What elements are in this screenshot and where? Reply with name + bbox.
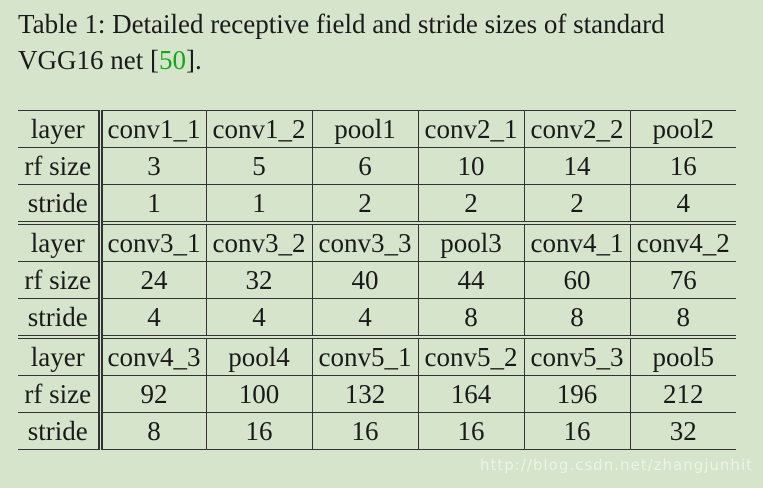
cell-rf-size: 3 [100,147,206,185]
cell-rf-size: 16 [629,147,736,185]
cell-stride: 32 [629,412,736,450]
cell-rf-size: 24 [100,261,206,299]
cell-stride: 4 [100,298,206,338]
cell-layer: conv3_2 [205,221,312,262]
cell-stride: 2 [417,184,524,224]
cell-layer: conv3_3 [311,221,418,262]
row-label-layer: layer [18,110,103,148]
cell-layer: conv4_1 [523,221,630,262]
cell-stride: 8 [523,298,630,338]
cell-stride: 16 [311,412,418,450]
cell-rf-size: 10 [417,147,524,185]
cell-stride: 4 [205,298,312,338]
cell-layer: pool2 [629,110,736,148]
cell-layer: conv1_2 [205,110,312,148]
cell-layer: conv5_3 [523,335,630,376]
cell-layer: conv4_2 [629,221,736,262]
cell-rf-size: 132 [311,375,418,413]
row-label-rf-size: rf size [18,375,103,413]
cell-rf-size: 60 [523,261,630,299]
cell-layer: conv2_2 [523,110,630,148]
cell-layer: conv4_3 [100,335,206,376]
cell-rf-size: 44 [417,261,524,299]
cell-rf-size: 212 [629,375,736,413]
cell-rf-size: 100 [205,375,312,413]
cell-rf-size: 32 [205,261,312,299]
cell-layer: pool4 [205,335,312,376]
cell-stride: 1 [205,184,312,224]
citation-link[interactable]: 50 [158,45,186,75]
cell-rf-size: 14 [523,147,630,185]
cell-layer: pool1 [311,110,418,148]
cell-stride: 8 [417,298,524,338]
caption-suffix: ]. [185,45,202,75]
row-label-layer: layer [18,335,103,376]
row-label-stride: stride [18,298,103,338]
cell-stride: 8 [100,412,206,450]
cell-stride: 16 [523,412,630,450]
cell-layer: conv1_1 [100,110,206,148]
cell-rf-size: 6 [311,147,418,185]
row-label-stride: stride [18,184,103,224]
cell-layer: conv2_1 [417,110,524,148]
row-label-rf-size: rf size [18,147,103,185]
cell-stride: 16 [205,412,312,450]
cell-layer: pool3 [417,221,524,262]
cell-rf-size: 196 [523,375,630,413]
cell-stride: 2 [311,184,418,224]
cell-rf-size: 40 [311,261,418,299]
cell-layer: conv5_1 [311,335,418,376]
caption-text: Table 1: Detailed receptive field and st… [18,9,665,75]
cell-rf-size: 76 [629,261,736,299]
cell-stride: 4 [311,298,418,338]
cell-rf-size: 164 [417,375,524,413]
row-label-rf-size: rf size [18,261,103,299]
cell-layer: conv3_1 [100,221,206,262]
cell-layer: pool5 [629,335,736,376]
row-label-stride: stride [18,412,103,450]
watermark: http://blog.csdn.net/zhangjunhit [480,456,753,474]
table-caption: Table 1: Detailed receptive field and st… [18,6,753,78]
cell-stride: 2 [523,184,630,224]
cell-rf-size: 92 [100,375,206,413]
cell-stride: 16 [417,412,524,450]
row-label-layer: layer [18,221,103,262]
cell-layer: conv5_2 [417,335,524,376]
cell-rf-size: 5 [205,147,312,185]
cell-stride: 1 [100,184,206,224]
cell-stride: 8 [629,298,736,338]
cell-stride: 4 [629,184,736,224]
